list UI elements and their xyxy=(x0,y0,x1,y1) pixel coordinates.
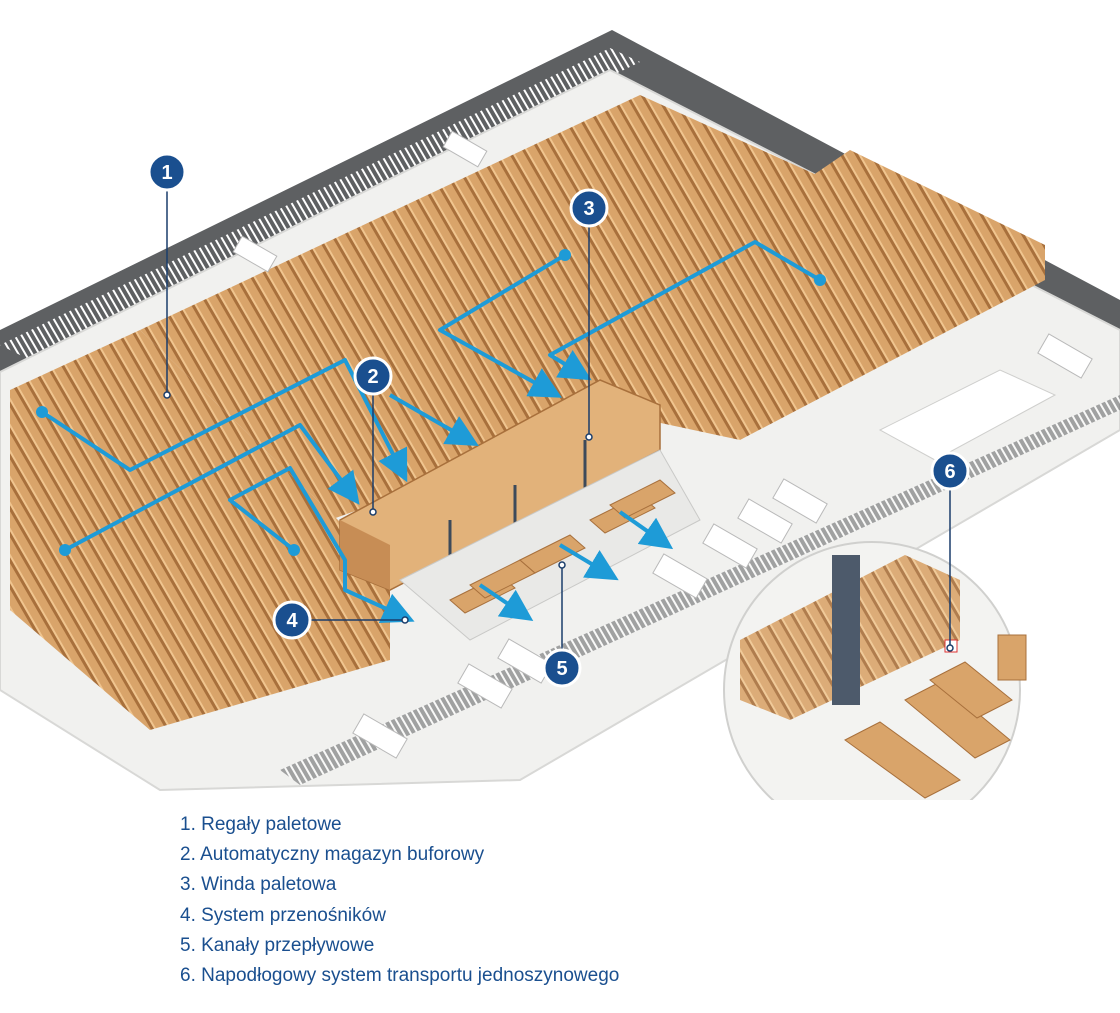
callout-lines xyxy=(166,190,951,650)
marker-1: 1 xyxy=(147,152,187,192)
svg-text:1: 1 xyxy=(161,162,172,184)
flow-channels xyxy=(449,479,676,614)
loading-stripes-top xyxy=(0,48,640,360)
detail-zoom-circle xyxy=(723,541,1027,800)
legend-item-conveyor-system: 4. System przenośników xyxy=(180,904,386,926)
svg-text:2: 2 xyxy=(367,366,378,388)
callout-dots xyxy=(163,391,954,652)
legend: 1. Regały paletowe 2. Automatyczny magaz… xyxy=(180,810,619,991)
marker-2: 2 xyxy=(353,356,393,396)
legend-item-pallet-lift: 3. Winda paletowa xyxy=(180,874,337,896)
svg-text:4: 4 xyxy=(286,610,298,632)
marker-5: 5 xyxy=(542,648,582,688)
marker-3: 3 xyxy=(569,188,609,228)
flow-arrow-icon xyxy=(40,240,822,623)
legend-item-flow-channels: 5. Kanały przepływowe xyxy=(180,934,375,956)
staging-area xyxy=(878,369,1057,461)
truck-icon xyxy=(232,130,1093,759)
legend-item-buffer-warehouse: 2. Automatyczny magazyn buforowy xyxy=(180,844,485,866)
legend-item-pallet-racks: 1. Regały paletowe xyxy=(180,814,342,835)
buffer-warehouse-face xyxy=(340,520,390,590)
svg-text:6: 6 xyxy=(944,461,955,483)
svg-text:5: 5 xyxy=(556,658,567,680)
rack-block-right xyxy=(600,150,1045,440)
flow-arrow-endpoints xyxy=(36,249,826,556)
svg-text:3: 3 xyxy=(583,198,594,220)
marker-4: 4 xyxy=(272,600,312,640)
legend-item-monorail-system: 6. Napodłogowy system transportu jednosz… xyxy=(180,965,620,987)
warehouse-illustration: 1 2 3 4 5 6 xyxy=(0,30,1120,800)
marker-6: 6 xyxy=(930,451,970,491)
